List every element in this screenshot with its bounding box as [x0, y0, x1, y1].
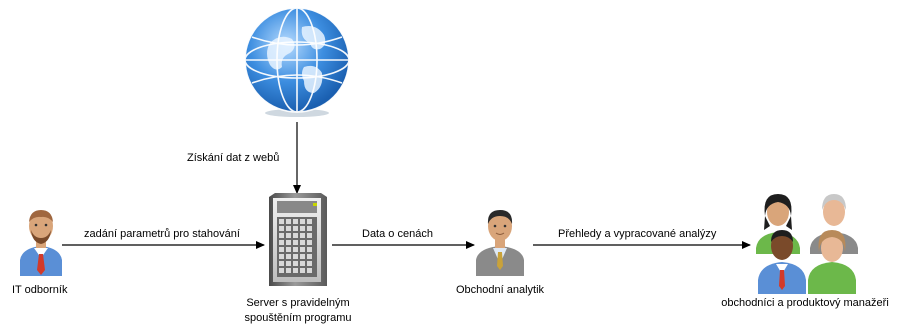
server-node	[267, 193, 329, 286]
server-tower-icon	[269, 193, 327, 286]
globe-node	[242, 5, 352, 120]
person-suit-icon	[476, 210, 524, 276]
server-label-line1: Server s pravidelným	[246, 297, 350, 309]
analyst-node	[474, 208, 526, 276]
person-bearded-icon	[20, 210, 62, 276]
server-label-line2: spouštěním programu	[244, 312, 352, 324]
it-expert-node	[18, 208, 64, 276]
edge-label-analyst-to-managers: Přehledy a vypracované analýzy	[558, 228, 717, 240]
edge-label-it-to-server: zadání parametrů pro stahování	[84, 228, 240, 240]
people-group-icon	[756, 194, 858, 294]
it-expert-label: IT odborník	[12, 284, 68, 296]
managers-label: obchodníci a produktový manažeři	[721, 297, 889, 309]
edge-label-server-to-analyst: Data o cenách	[362, 228, 433, 240]
edge-label-web-to-server: Získání dat z webů	[187, 152, 280, 164]
analyst-label: Obchodní analytik	[455, 284, 545, 296]
managers-node	[752, 190, 862, 294]
globe-icon	[244, 7, 350, 117]
